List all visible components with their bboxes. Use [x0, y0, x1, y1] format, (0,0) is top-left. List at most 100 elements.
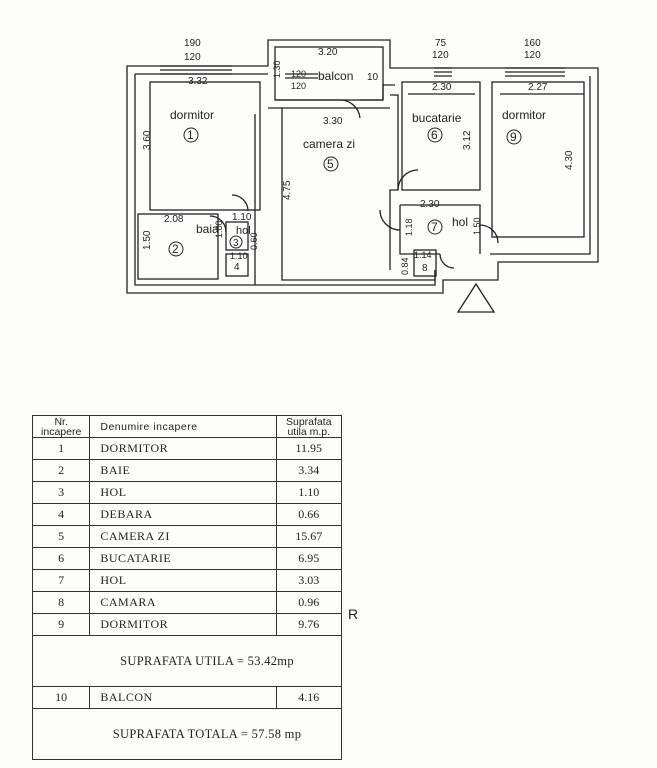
row-name: DORMITOR	[89, 613, 277, 636]
room-number: 10	[367, 72, 379, 83]
dim-label: 4.75	[282, 180, 293, 200]
room-number-circle	[229, 235, 243, 249]
row-name: BAIE	[89, 459, 277, 482]
row-area: 3.34	[275, 459, 343, 482]
row-nr: 8	[31, 591, 91, 614]
dim-label: 120	[184, 52, 201, 63]
dim-label: 0.60	[249, 232, 259, 250]
room-label-camera-zi: camera zi	[303, 137, 355, 151]
row-nr: 4	[31, 503, 91, 526]
room-label-dormitor: dormitor	[170, 108, 214, 122]
table-header-row: Nr. incapere Denumire incapere Suprafata…	[31, 415, 343, 438]
room-number-circle	[427, 219, 443, 235]
row-name: CAMARA	[89, 591, 277, 614]
row-area: 0.96	[275, 591, 343, 614]
dim-label: 1.50	[472, 217, 482, 235]
total-util: SUPRAFATA UTILA = 53.42mp	[120, 653, 294, 668]
room-number: 4	[234, 262, 240, 273]
dim-label: 2.30	[420, 199, 440, 210]
room-hol-7	[399, 204, 481, 255]
dim-label: 4.30	[564, 150, 575, 170]
room-camera-zi	[268, 107, 436, 281]
inner-outline	[134, 73, 591, 286]
dim-label: 2.27	[528, 82, 548, 93]
room-label-dormitor: dormitor	[502, 108, 546, 122]
room-label-baia: baia	[196, 222, 219, 236]
header-nr: Nr. incapere	[31, 415, 91, 438]
row-area: 15.67	[275, 525, 343, 548]
room-number: 1	[187, 128, 194, 142]
room-label-bucatarie: bucatarie	[412, 111, 462, 125]
row-nr: 2	[31, 459, 91, 482]
dim-label: 160	[524, 38, 541, 49]
room-dormitor-9	[491, 81, 585, 238]
row-area: 9.76	[275, 613, 343, 636]
dim-label: 120	[432, 50, 449, 61]
room-dormitor-1	[149, 81, 261, 211]
dim-label: 190	[184, 38, 201, 49]
room-number-circle	[168, 241, 184, 257]
row-name: DEBARA	[89, 503, 277, 526]
row-area: 6.95	[275, 547, 343, 570]
dim-label: 1.30	[272, 60, 282, 78]
dim-label: 120	[291, 69, 306, 79]
dim-label: 1.00	[214, 220, 224, 238]
total-area: SUPRAFATA TOTALA = 57.58 mp	[112, 726, 302, 741]
header-area: Suprafata utila m.p.	[275, 415, 343, 438]
row-area: 4.16	[275, 686, 343, 709]
room-number-circle	[323, 156, 339, 172]
room-label-balcon: balcon	[318, 69, 353, 83]
room-debara	[225, 253, 249, 277]
room-number-circle	[183, 127, 199, 143]
dim-label: 3.32	[188, 76, 208, 87]
room-number: 6	[431, 128, 438, 142]
dim-label: 120	[524, 50, 541, 61]
row-name: DORMITOR	[89, 437, 277, 460]
dim-label: 1.10	[232, 212, 252, 223]
dim-label: 3.12	[462, 130, 473, 150]
dim-label: 1.18	[404, 218, 414, 236]
side-mark: R	[348, 606, 359, 622]
room-bucatarie	[401, 81, 481, 191]
room-label-hol: hol	[452, 215, 468, 229]
room-number: 5	[327, 157, 334, 171]
room-number-circle	[506, 129, 522, 145]
row-nr: 6	[31, 547, 91, 570]
dim-label: 1.10	[230, 251, 248, 261]
north-arrow	[456, 282, 496, 313]
row-name: BUCATARIE	[89, 547, 277, 570]
room-hol-3	[225, 221, 249, 251]
row-name: CAMERA ZI	[89, 525, 277, 548]
dim-label: 120	[291, 81, 306, 91]
row-area: 11.95	[275, 437, 343, 460]
row-area: 1.10	[275, 481, 343, 504]
room-number: 3	[233, 238, 239, 249]
row-area: 3.03	[275, 569, 343, 592]
area-table-container: Nr. incapere Denumire incapere Suprafata…	[31, 415, 343, 760]
floor-plan: 190 120 3.32 3.20 balcon 10 1.30 120 120…	[126, 38, 599, 313]
dim-label: 1.50	[142, 230, 153, 250]
room-number: 2	[172, 242, 179, 256]
row-nr: 10	[31, 686, 91, 709]
row-nr: 9	[31, 613, 91, 636]
room-baia	[137, 213, 219, 280]
dim-label: 3.20	[318, 47, 338, 58]
room-camara	[413, 249, 437, 277]
dim-label: 3.60	[142, 130, 153, 150]
row-nr: 1	[31, 437, 91, 460]
row-nr: 7	[31, 569, 91, 592]
room-number-circle	[427, 127, 443, 143]
header-name: Denumire incapere	[89, 415, 277, 438]
room-label-hol: hol	[236, 225, 251, 237]
dim-label: 0.84	[400, 257, 410, 275]
outer-wall	[126, 39, 599, 294]
row-nr: 5	[31, 525, 91, 548]
room-number: 9	[510, 130, 517, 144]
